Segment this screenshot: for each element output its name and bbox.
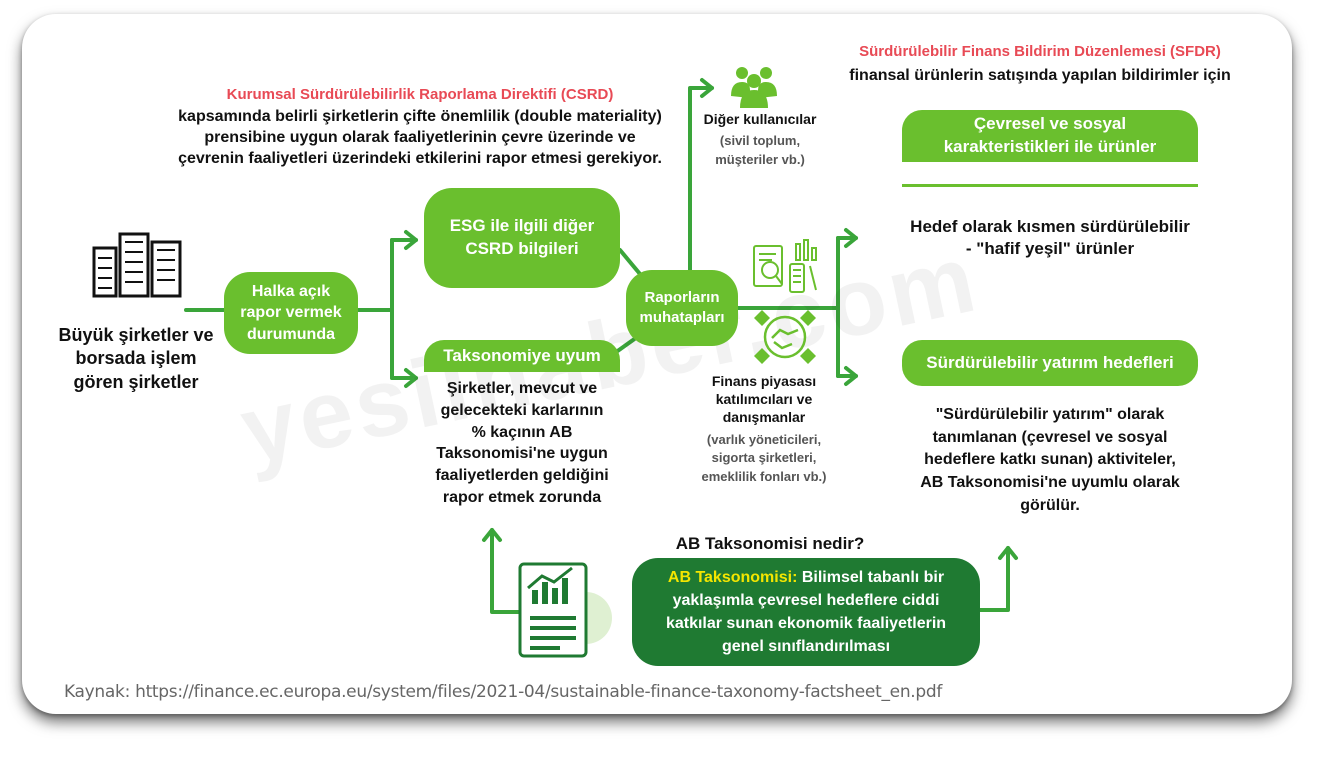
definition-line-3: katkılar sunan ekonomik faaliyetlerin xyxy=(665,615,947,632)
connector-doc-taxonomy xyxy=(490,528,522,614)
taxonomy-line-4: Taksonomisi'ne uygun xyxy=(436,445,608,463)
definition-line-2: yaklaşımla çevresel hedeflere ciddi xyxy=(672,591,940,609)
public-report-line-3: durumunda xyxy=(247,325,335,343)
counterparts-line-2: muhatapları xyxy=(639,309,725,326)
csrd-line-2: prensibine uygun olarak faaliyetlerinin … xyxy=(204,128,636,146)
companies-line-2: borsada işlem xyxy=(75,348,197,369)
finance-title-3: danışmanlar xyxy=(722,409,806,426)
definition-label: AB Taksonomisi: xyxy=(667,568,798,586)
finance-sub-3: emeklilik fonları vb.) xyxy=(701,469,827,485)
csrd-title: Kurumsal Sürdürülebilirlik Raporlama Dir… xyxy=(226,86,614,103)
sfdr-title: Sürdürülebilir Finans Bildirim Düzenleme… xyxy=(859,43,1221,60)
report-chart-icon xyxy=(753,239,817,293)
taxonomy-line-6: rapor etmek zorunda xyxy=(442,488,602,506)
taxonomy-tab: Taksonomiye uyum xyxy=(424,340,620,372)
arrowhead-other-users xyxy=(700,78,714,98)
finance-title-1: Finans piyasası xyxy=(711,373,817,389)
arrowhead-def-up xyxy=(998,546,1018,560)
public-report-line-1: Halka açık xyxy=(251,282,331,300)
what-is-question: AB Taksonomisi nedir? xyxy=(675,534,865,553)
other-users-block: Diğer kullanıcılar (sivil toplum, müşter… xyxy=(690,110,830,170)
sfdr-block: Sürdürülebilir Finans Bildirim Düzenleme… xyxy=(820,43,1260,87)
counterparts-pill: Raporların muhatapları xyxy=(626,270,738,346)
people-group-icon xyxy=(731,67,777,108)
companies-label: Büyük şirketler ve borsada işlem gören ş… xyxy=(42,324,230,394)
csrd-block: Kurumsal Sürdürülebilirlik Raporlama Dir… xyxy=(140,86,700,169)
env-text: Hedef olarak kısmen sürdürülebilir - "ha… xyxy=(880,216,1220,260)
definition-box: AB Taksonomisi: Bilimsel tabanlı bir yak… xyxy=(632,558,980,666)
env-text-line-1: Hedef olarak kısmen sürdürülebilir xyxy=(910,217,1190,236)
esg-line-2: CSRD bilgileri xyxy=(465,239,579,258)
env-tab-line-2: karakteristikleri ile ürünler xyxy=(943,137,1157,156)
finance-sub-1: (varlık yöneticileri, xyxy=(706,431,822,447)
other-users-title: Diğer kullanıcılar xyxy=(703,111,817,127)
connector-def-sust xyxy=(978,546,1010,612)
sfdr-subtitle: finansal ürünlerin satışında yapılan bil… xyxy=(849,67,1231,84)
csrd-line-3: çevrenin faaliyetleri üzerindeki etkiler… xyxy=(178,149,662,167)
document-chart-icon xyxy=(518,562,612,658)
finance-sub-2: sigorta şirketleri, xyxy=(711,450,817,466)
taxonomy-line-2: gelecekteki karlarının xyxy=(440,401,604,419)
buildings-icon xyxy=(92,232,182,298)
taxonomy-line-5: faaliyetlerden geldiğini xyxy=(435,467,609,484)
env-products-tab: Çevresel ve sosyal karakteristikleri ile… xyxy=(902,110,1198,162)
env-tab-line-1: Çevresel ve sosyal xyxy=(973,114,1127,134)
finance-title-2: katılımcıları ve xyxy=(715,391,813,408)
source-link[interactable]: Kaynak: https://finance.ec.europa.eu/sys… xyxy=(64,682,943,702)
other-users-sub-1: (sivil toplum, xyxy=(719,133,801,149)
sust-text-line-2: tanımlanan (çevresel ve sosyal xyxy=(932,428,1168,446)
handshake-icon xyxy=(754,310,816,364)
taxonomy-text: Şirketler, mevcut ve gelecekteki karları… xyxy=(412,378,632,509)
esg-box: ESG ile ilgili diğer CSRD bilgileri xyxy=(424,188,620,288)
csrd-line-1: kapsamında belirli şirketlerin çifte öne… xyxy=(178,108,662,125)
taxonomy-line-1: Şirketler, mevcut ve xyxy=(446,380,598,397)
env-tab-underline xyxy=(902,162,1198,187)
companies-line-3: gören şirketler xyxy=(73,371,199,392)
sust-text-line-1: "Sürdürülebilir yatırım" olarak xyxy=(935,406,1165,423)
env-text-line-2: - "hafif yeşil" ürünler xyxy=(965,239,1135,259)
sust-text-line-4: AB Taksonomisi'ne uyumlu olarak xyxy=(920,474,1180,492)
definition-line-4: genel sınıflandırılması xyxy=(721,638,891,656)
arrowhead-doc-up xyxy=(482,528,502,542)
finance-block: Finans piyasası katılımcıları ve danışma… xyxy=(680,372,848,487)
public-report-pill: Halka açık rapor vermek durumunda xyxy=(224,272,358,354)
counterparts-line-1: Raporların xyxy=(644,288,720,306)
arrowhead-sust xyxy=(844,366,858,386)
sust-text: "Sürdürülebilir yatırım" olarak tanımlan… xyxy=(880,404,1220,518)
definition-line-1: AB Taksonomisi: Bilimsel tabanlı bir xyxy=(668,566,944,589)
sust-investment-tab: Sürdürülebilir yatırım hedefleri xyxy=(902,340,1198,386)
public-report-line-2: rapor vermek xyxy=(240,304,342,322)
sust-text-line-3: hedeflere katkı sunan) aktiviteler, xyxy=(924,451,1176,469)
other-users-sub-2: müşteriler vb.) xyxy=(715,152,805,168)
esg-line-1: ESG ile ilgili diğer xyxy=(449,216,595,236)
definition-first-rest: Bilimsel tabanlı bir xyxy=(801,568,945,586)
arrowhead-esg xyxy=(404,230,418,250)
sust-text-line-5: görülür. xyxy=(1020,496,1080,514)
companies-line-1: Büyük şirketler ve xyxy=(58,325,214,345)
arrowhead-taxonomy xyxy=(404,368,418,388)
connector-other-users xyxy=(688,86,714,274)
arrowhead-env xyxy=(844,228,858,248)
taxonomy-line-3: % kaçının AB xyxy=(471,423,573,441)
